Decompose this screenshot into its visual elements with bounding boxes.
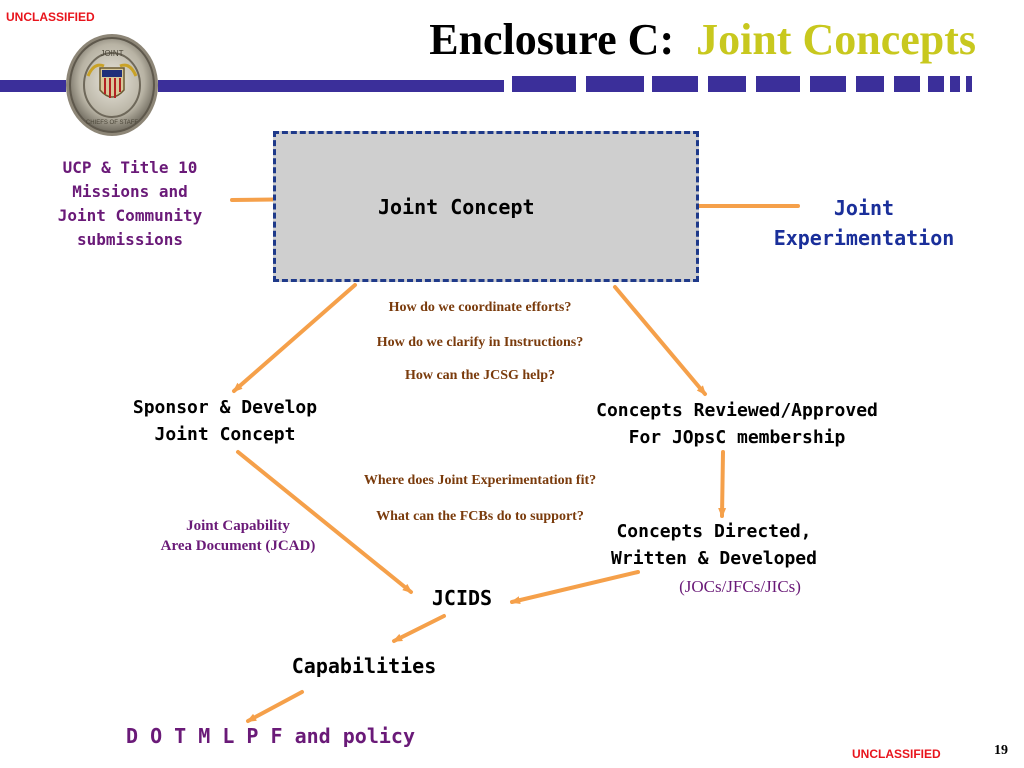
arrow-directed-to-jcids xyxy=(510,570,640,605)
sponsor-develop-text: Sponsor & Develop Joint Concept xyxy=(100,394,350,448)
jocs-text: (JOCs/JFCs/JICs) xyxy=(679,577,801,596)
joint-concept-box xyxy=(273,131,699,282)
question-experimentation-fit: Where does Joint Experimentation fit? xyxy=(363,473,597,488)
question-fcbs-support: What can the FCBs do to support? xyxy=(376,509,584,524)
arrow-concept-to-reviewed xyxy=(613,285,707,396)
jcad-line: Area Document (JCAD) xyxy=(160,538,316,554)
ucp-line: Missions and xyxy=(72,182,188,201)
arrow-concept-to-sponsor xyxy=(232,283,357,393)
joint-exp-line: Joint xyxy=(833,196,895,220)
sponsor-line: Joint Concept xyxy=(154,424,296,445)
ucp-missions-text: UCP & Title 10 Missions and Joint Commun… xyxy=(20,156,240,252)
page-title: Enclosure C: Joint Concepts xyxy=(429,14,976,65)
joint-chiefs-seal-icon: JOINT CHIEFS OF STAFF xyxy=(66,34,158,136)
page-number: 19 xyxy=(994,743,1008,758)
title-highlight: Joint Concepts xyxy=(696,15,976,64)
ucp-line: submissions xyxy=(77,230,183,249)
ucp-line: UCP & Title 10 xyxy=(62,158,198,177)
joint-exp-line: Experimentation xyxy=(773,226,955,250)
capabilities-label: Capabilities xyxy=(291,654,437,678)
header-bars xyxy=(0,76,972,92)
arrow-jcids-to-capabilities xyxy=(392,614,446,643)
question-coordinate: How do we coordinate efforts? xyxy=(388,300,572,315)
question-clarify: How do we clarify in Instructions? xyxy=(376,335,584,350)
jcad-text: Joint Capability Area Document (JCAD) xyxy=(136,516,340,556)
ucp-line: Joint Community xyxy=(57,206,203,225)
jcad-line: Joint Capability xyxy=(186,518,290,534)
title-prefix: Enclosure C: xyxy=(429,15,675,64)
dotmlpf-label: D O T M L P F and policy xyxy=(126,724,415,748)
reviewed-line: Concepts Reviewed/Approved xyxy=(596,400,878,421)
concepts-reviewed-text: Concepts Reviewed/Approved For JOpsC mem… xyxy=(548,397,926,451)
jcids-label: JCIDS xyxy=(431,586,493,610)
joint-experimentation-text: Joint Experimentation xyxy=(746,193,982,253)
classification-bottom: UNCLASSIFIED xyxy=(852,747,941,761)
concepts-directed-text: Concepts Directed, Written & Developed xyxy=(578,518,850,572)
joint-concept-label: Joint Concept xyxy=(378,195,535,219)
arrow-sponsor-to-jcids xyxy=(236,450,413,594)
arrow-reviewed-to-directed xyxy=(718,450,727,518)
directed-line: Written & Developed xyxy=(611,548,817,569)
arrow-capabilities-to-dotmlpf xyxy=(246,690,304,723)
reviewed-line: For JOpsC membership xyxy=(628,427,846,448)
seal-text-bottom: CHIEFS OF STAFF xyxy=(86,120,139,126)
question-jcsg: How can the JCSG help? xyxy=(404,368,556,383)
seal-text-top: JOINT xyxy=(100,49,123,58)
sponsor-line: Sponsor & Develop xyxy=(132,397,318,418)
classification-top: UNCLASSIFIED xyxy=(6,10,95,24)
directed-line: Concepts Directed, xyxy=(616,521,812,542)
